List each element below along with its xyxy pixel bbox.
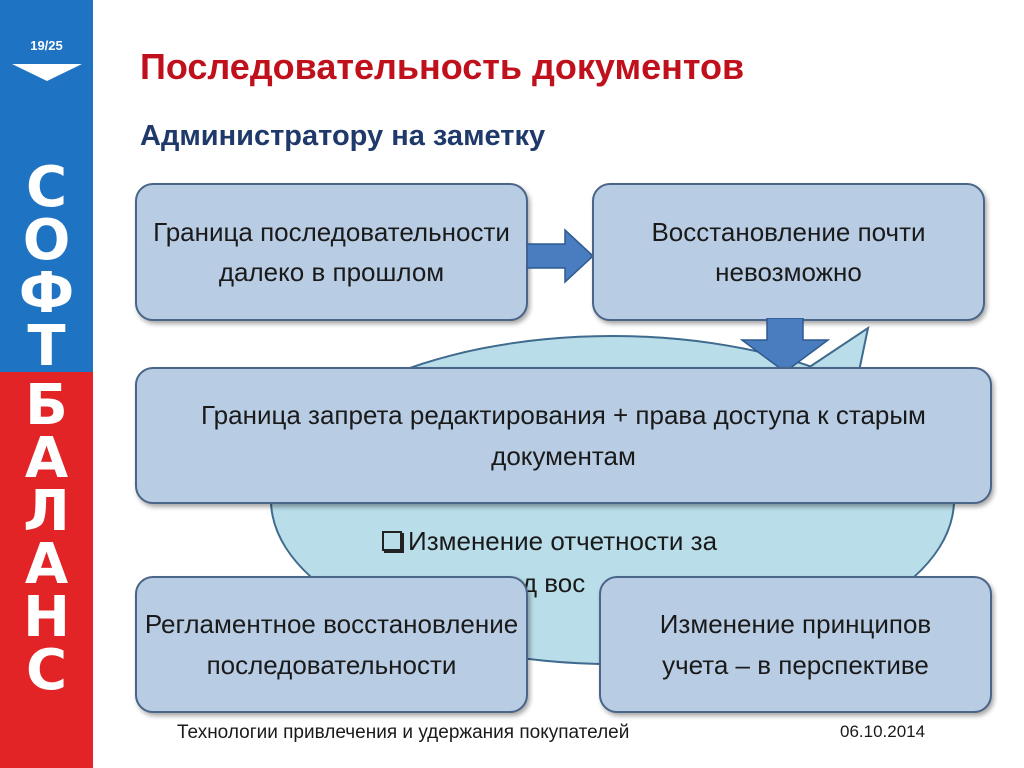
box-label: Регламентное восстановление последовател… bbox=[144, 609, 519, 680]
checkbox-icon bbox=[382, 531, 402, 551]
page-arrow-icon bbox=[12, 64, 82, 81]
box-recovery-impossible: Восстановление почти невозможно bbox=[592, 183, 985, 321]
box-label: Изменение принципов учета – в перспектив… bbox=[659, 609, 932, 680]
page-subtitle: Администратору на заметку bbox=[140, 120, 546, 152]
ellipse-text-line: Изменение отчетности за bbox=[408, 526, 718, 556]
sidebar-blue-band bbox=[0, 0, 93, 372]
box-edit-restriction: Граница запрета редактирования + права д… bbox=[135, 367, 992, 504]
box-label: Граница запрета редактирования + права д… bbox=[201, 400, 926, 471]
page-title: Последовательность документов bbox=[140, 46, 745, 87]
logo-letter: Н bbox=[23, 585, 70, 650]
logo-letter: С bbox=[25, 638, 68, 703]
logo-letter: А bbox=[24, 532, 69, 597]
box-accounting-change: Изменение принципов учета – в перспектив… bbox=[599, 576, 992, 713]
box-label: Восстановление почти невозможно bbox=[651, 216, 926, 287]
logo-letter: А bbox=[24, 426, 69, 491]
footer-text: Технологии привлечения и удержания покуп… bbox=[177, 722, 630, 743]
box-label: Граница последовательности далеко в прош… bbox=[153, 216, 510, 287]
ellipse-checklist-item: Изменение отчетности за bbox=[382, 526, 717, 557]
footer-date: 06.10.2014 bbox=[840, 722, 926, 741]
brand-sidebar: 19/25 С О Ф Т Б А Л А Н С bbox=[0, 0, 93, 768]
logo-letter: С bbox=[25, 155, 68, 220]
arrow-down-icon bbox=[740, 318, 830, 373]
page-number: 19/25 bbox=[30, 38, 63, 53]
logo-letter: Л bbox=[23, 479, 70, 544]
logo-letter: Б bbox=[25, 373, 68, 438]
arrow-right-icon bbox=[527, 228, 595, 284]
sidebar-red-band bbox=[0, 372, 93, 768]
logo-letter: Ф bbox=[18, 261, 75, 326]
logo-letter: Т bbox=[27, 314, 66, 379]
logo-letter: О bbox=[22, 208, 71, 273]
box-sequence-boundary: Граница последовательности далеко в прош… bbox=[135, 183, 528, 321]
box-regular-restore: Регламентное восстановление последовател… bbox=[135, 576, 528, 713]
